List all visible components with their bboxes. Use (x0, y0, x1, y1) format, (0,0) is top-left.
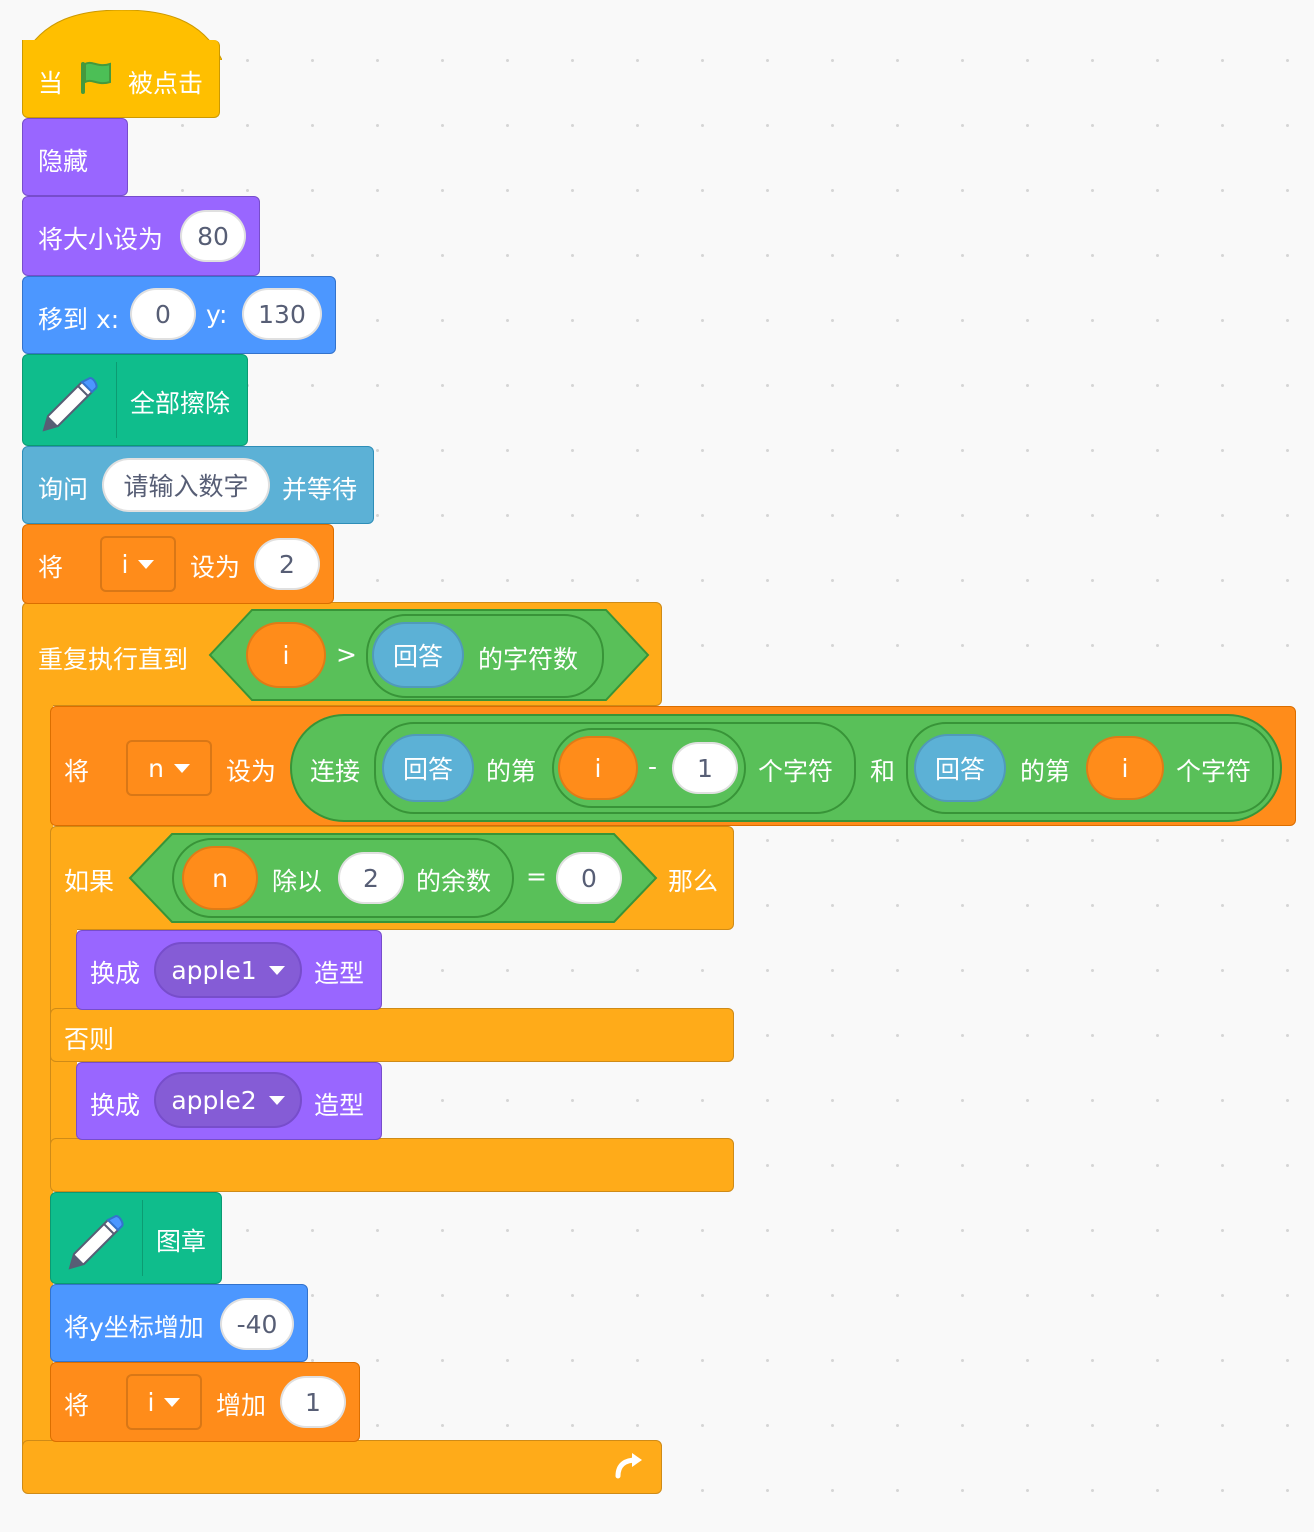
var-dropdown-n-value: n (148, 753, 164, 783)
set-size-label: 将大小设为 (38, 225, 164, 254)
x-input[interactable]: 0 (130, 288, 196, 340)
join-label: 连接 (310, 757, 361, 786)
letter-of-label-1: 的第 (486, 757, 537, 786)
hide-label: 隐藏 (38, 147, 89, 176)
pen-clear-label: 全部擦除 (130, 389, 231, 418)
var-dropdown-i-value: i (121, 549, 129, 579)
switch-costume-label-2: 换成 (90, 1091, 141, 1120)
var-i-reporter[interactable]: i (246, 622, 326, 688)
pen-clear-block[interactable] (22, 354, 248, 446)
hat-suffix: 被点击 (128, 69, 204, 98)
var-n-reporter[interactable]: n (182, 846, 258, 910)
ask-label: 询问 (38, 475, 89, 504)
var-i-reporter-1[interactable]: i (558, 736, 638, 800)
change-i-label: 将 (64, 1391, 90, 1420)
goto-x-label: 移到 x: (38, 305, 120, 334)
char-label-2: 个字符 (1176, 757, 1252, 786)
size-input[interactable]: 80 (180, 210, 246, 262)
if-else-bottom (50, 1138, 734, 1192)
else-label: 否则 (64, 1025, 115, 1054)
minus-operator: - (648, 752, 658, 781)
chevron-down-icon (268, 965, 285, 975)
hide-block[interactable] (22, 118, 128, 196)
ask-prompt-input[interactable]: 请输入数字 (102, 458, 270, 512)
pen-clear-divider (116, 362, 117, 438)
loop-arrow-icon (612, 1450, 646, 1488)
goto-y-label: y: (206, 300, 228, 329)
pen-icon (38, 376, 100, 438)
answer-reporter-2[interactable]: 回答 (914, 734, 1006, 802)
length-label: 的字符数 (478, 645, 579, 674)
set-i-label: 将 (38, 553, 64, 582)
mod-label: 除以 (272, 867, 323, 896)
set-i-to-label: 设为 (190, 553, 241, 582)
pen-stamp-block[interactable] (50, 1192, 222, 1284)
hat-prefix: 当 (38, 69, 64, 98)
change-y-input[interactable]: -40 (220, 1298, 294, 1350)
change-i-by-label: 增加 (216, 1391, 267, 1420)
var-dropdown-n[interactable]: n (126, 740, 212, 796)
set-i-value-input[interactable]: 2 (254, 538, 320, 590)
costume-dropdown-2[interactable]: apple2 (154, 1072, 302, 1128)
set-n-label: 将 (64, 757, 90, 786)
remainder-label: 的余数 (416, 867, 492, 896)
costume-dropdown-2-value: apple2 (171, 1085, 257, 1115)
y-input[interactable]: 130 (242, 288, 322, 340)
change-y-label: 将y坐标增加 (64, 1313, 204, 1342)
equals-operator: = (526, 862, 547, 891)
repeat-until-arm (22, 700, 53, 1450)
switch-costume-label-1: 换成 (90, 959, 141, 988)
repeat-until-label: 重复执行直到 (38, 645, 189, 674)
if-label: 如果 (64, 867, 115, 896)
change-i-value-input[interactable]: 1 (280, 1376, 346, 1428)
answer-reporter[interactable]: 回答 (372, 622, 464, 688)
equals-right-input[interactable]: 0 (556, 852, 622, 904)
letter-of-label-2: 的第 (1020, 757, 1071, 786)
when-flag-clicked-block[interactable] (22, 40, 220, 118)
green-flag-icon (78, 60, 114, 100)
var-dropdown-i-change[interactable]: i (126, 1374, 202, 1430)
chevron-down-icon (138, 559, 155, 569)
answer-reporter-1[interactable]: 回答 (382, 734, 474, 802)
then-label: 那么 (668, 867, 719, 896)
set-n-to-label: 设为 (226, 757, 277, 786)
pen-icon (64, 1214, 126, 1276)
pen-stamp-divider (142, 1200, 143, 1276)
chevron-down-icon (164, 1397, 181, 1407)
subtract-right-input[interactable]: 1 (672, 742, 738, 794)
var-i-reporter-2[interactable]: i (1086, 736, 1164, 800)
switch-costume-suffix-1: 造型 (314, 959, 365, 988)
costume-dropdown-1-value: apple1 (171, 955, 257, 985)
ask-suffix: 并等待 (282, 475, 358, 504)
chevron-down-icon (173, 763, 190, 773)
var-dropdown-i-change-value: i (147, 1387, 155, 1417)
repeat-until-bottom (22, 1440, 662, 1494)
var-dropdown-i[interactable]: i (100, 536, 176, 592)
char-label-1: 个字符 (758, 757, 834, 786)
and-label: 和 (870, 757, 896, 786)
pen-stamp-label: 图章 (156, 1227, 207, 1256)
greater-than-operator: > (336, 640, 357, 669)
chevron-down-icon (268, 1095, 285, 1105)
mod-divisor-input[interactable]: 2 (338, 852, 404, 904)
switch-costume-suffix-2: 造型 (314, 1091, 365, 1120)
else-bar (50, 1008, 734, 1062)
costume-dropdown-1[interactable]: apple1 (154, 942, 302, 998)
